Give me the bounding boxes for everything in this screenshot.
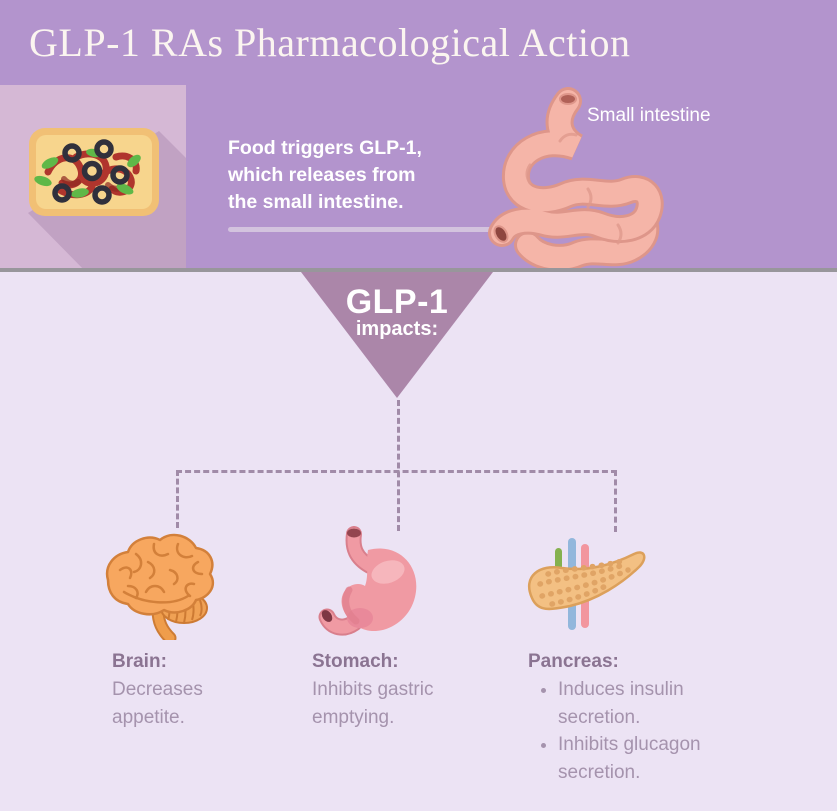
- pancreas-bullet-list: Induces insulin secretion. Inhibits gluc…: [528, 676, 718, 786]
- funnel-subtitle: impacts:: [355, 318, 439, 340]
- dashed-connector-center: [397, 400, 400, 531]
- funnel-title: GLP-1: [345, 283, 449, 321]
- impact-pancreas: Pancreas: Induces insulin secretion. Inh…: [528, 648, 718, 786]
- brain-icon: [105, 533, 215, 640]
- dashed-connector-horizontal: [176, 470, 617, 473]
- hero-text: Food triggers GLP-1, which releases from…: [228, 135, 422, 216]
- brain-text: Decreases appetite.: [112, 679, 203, 728]
- header-bar: GLP-1 RAs Pharmacological Action: [0, 0, 837, 85]
- pancreas-label: Pancreas:: [528, 651, 619, 672]
- brain-label: Brain:: [112, 651, 167, 672]
- stomach-text: Inhibits gastric emptying.: [312, 679, 434, 728]
- hero-text-line-2: which releases from: [228, 164, 416, 186]
- dashed-connector-right: [614, 470, 617, 532]
- hero-connector-line: [228, 227, 499, 232]
- glp1-funnel: GLP-1 impacts:: [301, 272, 493, 398]
- divider: [0, 268, 837, 272]
- hero-section: Food triggers GLP-1, which releases from…: [0, 85, 837, 270]
- pancreas-bullet: Induces insulin secretion.: [558, 676, 718, 731]
- small-intestine-icon: [488, 87, 664, 269]
- pancreas-bullet: Inhibits glucagon secretion.: [558, 731, 718, 786]
- hero-text-line-3: the small intestine.: [228, 191, 404, 213]
- stomach-label: Stomach:: [312, 651, 399, 672]
- stomach-icon: [318, 526, 417, 636]
- small-intestine-label: Small intestine: [587, 105, 711, 126]
- food-panel: [0, 85, 186, 270]
- dashed-connector-left: [176, 470, 179, 528]
- food-plate-icon: [29, 128, 159, 216]
- pancreas-icon: [527, 538, 646, 630]
- hero-text-line-1: Food triggers GLP-1,: [228, 137, 422, 159]
- impact-brain: Brain: Decreases appetite.: [112, 648, 237, 731]
- impact-stomach: Stomach: Inhibits gastric emptying.: [312, 648, 467, 731]
- page-title: GLP-1 RAs Pharmacological Action: [29, 20, 631, 65]
